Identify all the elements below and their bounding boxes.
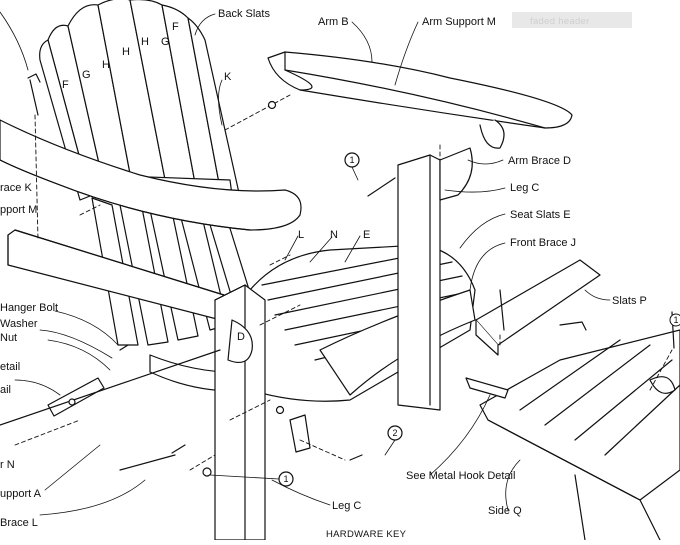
label-detail-left: etail xyxy=(0,361,20,373)
slat-letter-7: F xyxy=(62,79,69,91)
ottoman xyxy=(465,259,680,541)
label-leg-c-top: Leg C xyxy=(510,182,539,194)
callout-circles xyxy=(209,152,403,487)
label-support-m-left: pport M xyxy=(0,204,37,216)
left-arm xyxy=(0,119,302,231)
label-back-slats: Back Slats xyxy=(218,8,270,20)
label-brace-l-left: Brace L xyxy=(0,517,38,529)
leader-lines xyxy=(0,11,611,516)
leg-c-rear xyxy=(397,154,441,411)
arm-b xyxy=(267,51,573,149)
label-e: E xyxy=(363,229,370,241)
label-k-top: K xyxy=(224,71,232,83)
arm-brace-d xyxy=(439,147,473,201)
slat-letter-4: H xyxy=(122,46,130,58)
slat-letter-2: G xyxy=(161,36,170,48)
lower-left-brace xyxy=(0,349,311,471)
label-arm-support-m: Arm Support M xyxy=(422,16,496,28)
label-hardware-key: HARDWARE KEY xyxy=(326,529,407,540)
label-brace-k-left: race K xyxy=(0,182,32,194)
label-ail-left: ail xyxy=(0,384,11,396)
label-arm-b: Arm B xyxy=(318,16,349,28)
label-slats-p: Slats P xyxy=(612,295,647,307)
washers xyxy=(68,100,285,477)
leg-c-front xyxy=(214,284,266,541)
label-hanger-bolt: Hanger Bolt xyxy=(0,302,58,314)
label-nut: Nut xyxy=(0,332,17,344)
callout-circle-right xyxy=(669,313,680,327)
label-washer: Washer xyxy=(0,318,38,330)
label-front-brace-j: Front Brace J xyxy=(510,237,576,249)
label-r-n-left: r N xyxy=(0,459,15,471)
faded-header-text: faded header xyxy=(530,16,590,27)
callout-number-1c: 1 xyxy=(673,315,678,325)
label-arm-brace-d: Arm Brace D xyxy=(508,155,571,167)
slat-letter-8: G xyxy=(82,69,91,81)
label-leg-c-bottom: Leg C xyxy=(332,500,361,512)
slat-letter-1: F xyxy=(172,21,179,33)
label-n: N xyxy=(330,229,338,241)
callout-number-2: 2 xyxy=(392,428,397,438)
callout-number-1a: 1 xyxy=(349,155,354,165)
label-side-q: Side Q xyxy=(488,505,522,517)
label-seat-slats-e: Seat Slats E xyxy=(510,209,571,221)
slat-letter-3: H xyxy=(141,36,149,48)
label-l: L xyxy=(298,229,304,241)
part-letter-d: D xyxy=(237,331,245,343)
label-upport-a-left: upport A xyxy=(0,488,42,500)
assembly-guides xyxy=(14,94,673,471)
label-see-metal-hook: See Metal Hook Detail xyxy=(406,470,515,482)
callout-number-1b: 1 xyxy=(283,474,288,484)
faded-header-bar xyxy=(512,12,632,28)
slat-letter-9: H xyxy=(102,59,110,71)
